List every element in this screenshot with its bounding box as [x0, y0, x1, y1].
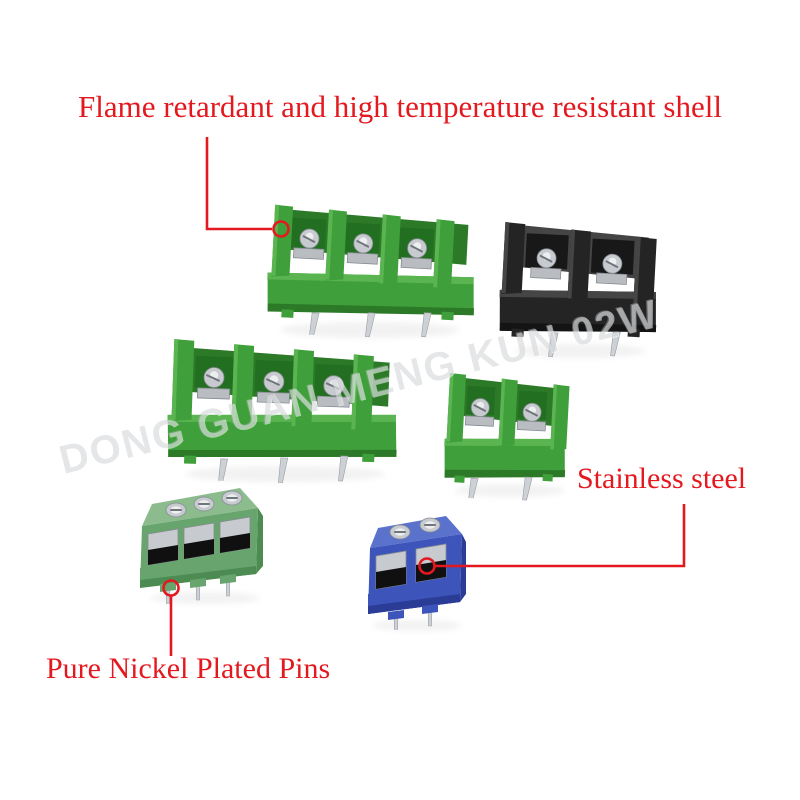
terminal-block-barrier-black-2pos	[494, 214, 663, 364]
screw-clamp-icon	[530, 248, 562, 280]
screw-clamp-icon	[196, 367, 231, 400]
terminal-block-barrier-green-2pos	[440, 363, 575, 504]
terminal-block-screw-blue-2pos	[364, 504, 468, 630]
wire-clamp-icon	[375, 550, 407, 590]
callout-circle-pins	[162, 579, 180, 597]
screw-head-icon	[419, 517, 441, 533]
screw-clamp-icon	[400, 238, 432, 270]
wire-clamp-icon	[147, 528, 179, 566]
annotation-flame-retardant-shell: Flame retardant and high temperature res…	[78, 89, 722, 124]
shadow	[372, 620, 462, 631]
annotation-stainless-steel: Stainless steel	[577, 462, 747, 495]
terminal-block-screw-green-3pos	[136, 478, 266, 604]
callout-circle-stainless	[418, 557, 436, 575]
screw-head-icon	[193, 496, 215, 512]
shadow	[150, 592, 260, 604]
terminal-block-barrier-green-3pos-top	[262, 192, 485, 343]
screw-head-icon	[165, 502, 187, 518]
screw-clamp-icon	[316, 375, 350, 408]
screw-clamp-icon	[293, 228, 325, 260]
shadow	[455, 484, 565, 497]
screw-clamp-icon	[256, 371, 290, 404]
callout-circle-shell	[272, 220, 290, 238]
callout-line-stainless	[435, 504, 686, 568]
screw-head-icon	[221, 490, 243, 506]
screw-clamp-icon	[464, 398, 495, 427]
wire-clamp-icon	[219, 516, 251, 554]
annotation-nickel-plated-pins: Pure Nickel Plated Pins	[46, 652, 331, 685]
screw-head-icon	[389, 524, 411, 540]
screw-clamp-icon	[595, 253, 628, 285]
screw-clamp-icon	[346, 233, 379, 265]
callout-line-top	[205, 137, 272, 231]
terminal-block-barrier-green-3pos-middle	[163, 329, 406, 487]
shadow	[185, 466, 385, 482]
screw-clamp-icon	[516, 402, 547, 432]
wire-clamp-icon	[183, 522, 215, 560]
